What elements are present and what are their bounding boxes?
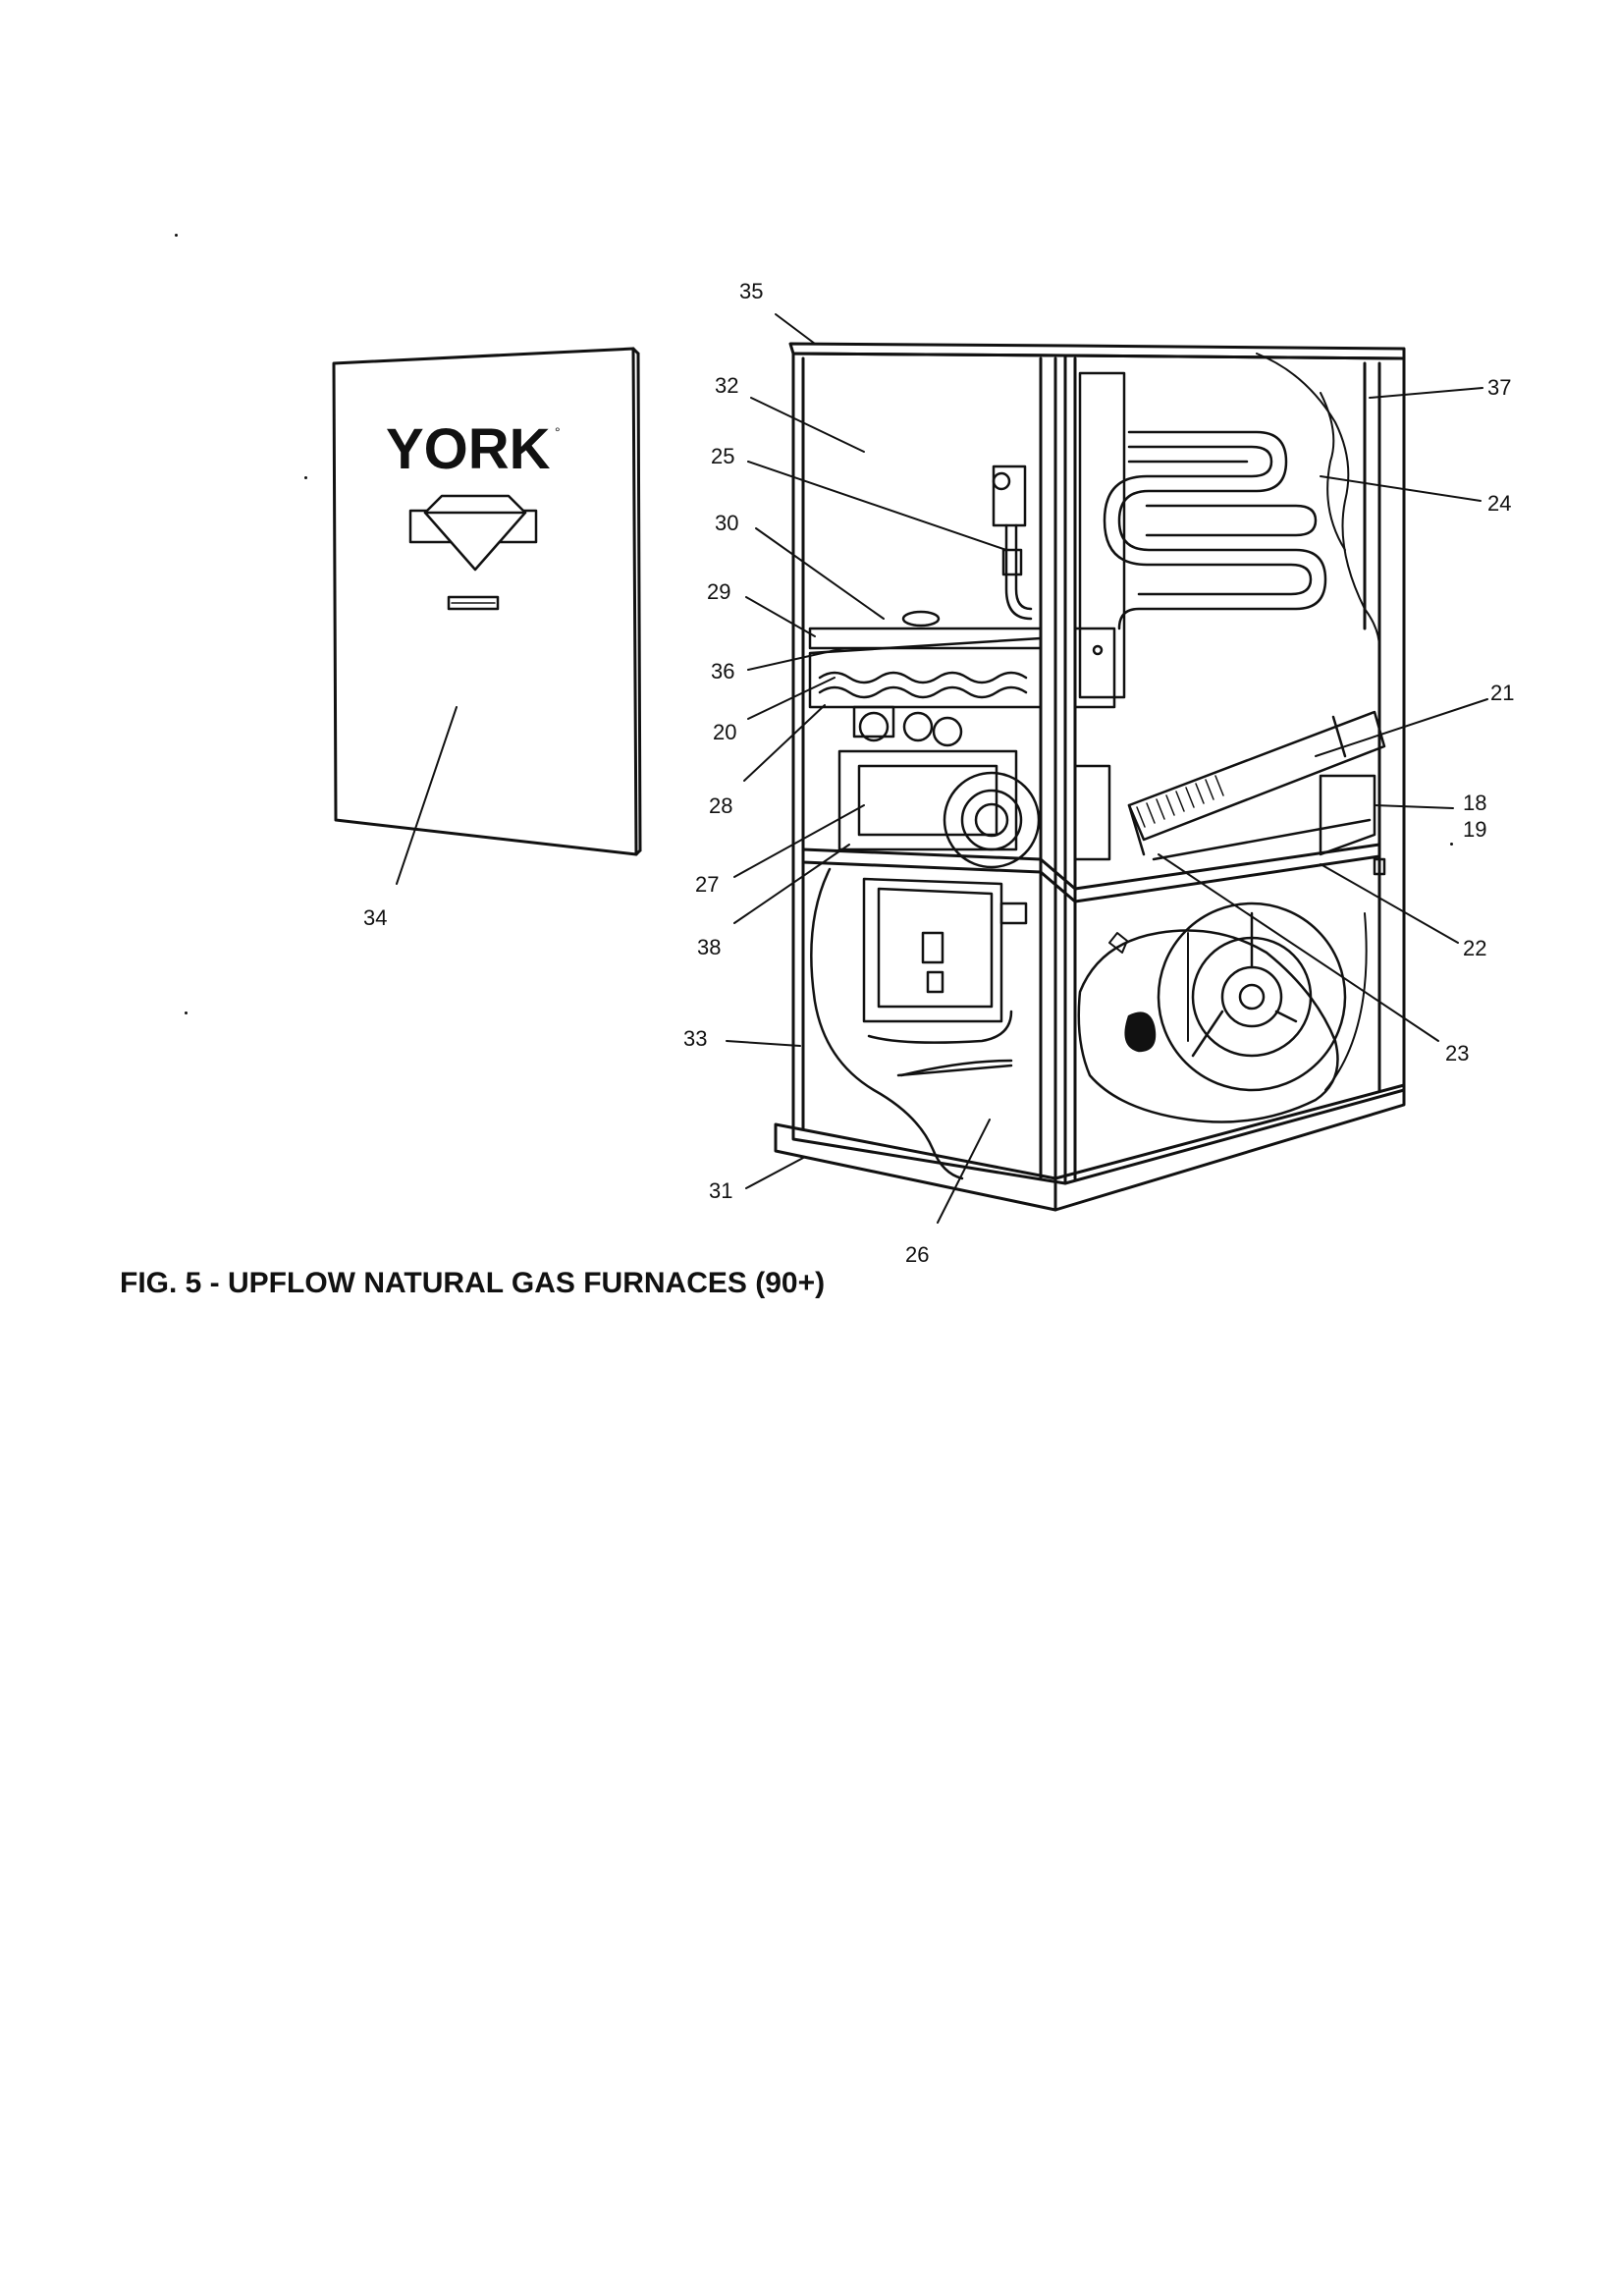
callout-27: 27 — [695, 872, 720, 897]
condensate-drain — [1127, 710, 1386, 876]
callout-33: 33 — [683, 1026, 708, 1051]
callout-22: 22 — [1463, 936, 1487, 960]
callout-26: 26 — [905, 1242, 930, 1267]
wiring-harness — [810, 867, 1013, 1180]
pressure-switch-assembly — [992, 371, 1126, 699]
callout-28: 28 — [709, 793, 733, 818]
heat-exchanger-coil — [1103, 353, 1380, 649]
callout-36: 36 — [711, 659, 735, 683]
callout-20: 20 — [713, 720, 737, 744]
callout-29: 29 — [707, 579, 731, 604]
bottom-panel — [896, 843, 1406, 1091]
inducer-blower — [837, 749, 1111, 869]
york-wordmark: YORK — [386, 417, 551, 481]
callout-35: 35 — [739, 279, 764, 303]
callout-25: 25 — [711, 444, 735, 468]
callout-18: 18 — [1463, 791, 1487, 815]
scan-dot — [185, 1011, 188, 1014]
callout-21: 21 — [1490, 681, 1515, 705]
registered-mark: ° — [555, 424, 561, 440]
callout-30: 30 — [715, 511, 739, 535]
callout-34: 34 — [363, 905, 388, 930]
callout-32: 32 — [715, 373, 739, 398]
furnace-cabinet — [774, 342, 1406, 1212]
callout-38: 38 — [697, 935, 722, 959]
burner-assembly — [808, 610, 1116, 747]
figure-caption: FIG. 5 - UPFLOW NATURAL GAS FURNACES (90… — [120, 1267, 826, 1299]
front-door-panel — [332, 347, 642, 856]
callout-23: 23 — [1445, 1041, 1470, 1066]
scan-dot — [304, 476, 307, 479]
scan-dot — [1450, 843, 1453, 846]
callout-31: 31 — [709, 1178, 733, 1203]
callout-37: 37 — [1487, 375, 1512, 400]
callout-leaders — [396, 313, 1488, 1224]
callout-24: 24 — [1487, 491, 1512, 516]
scan-dot — [175, 234, 178, 237]
circulating-blower — [1077, 902, 1347, 1123]
callout-19: 19 — [1463, 817, 1487, 842]
control-box — [862, 877, 1028, 1044]
york-diamond-logo — [408, 494, 538, 611]
